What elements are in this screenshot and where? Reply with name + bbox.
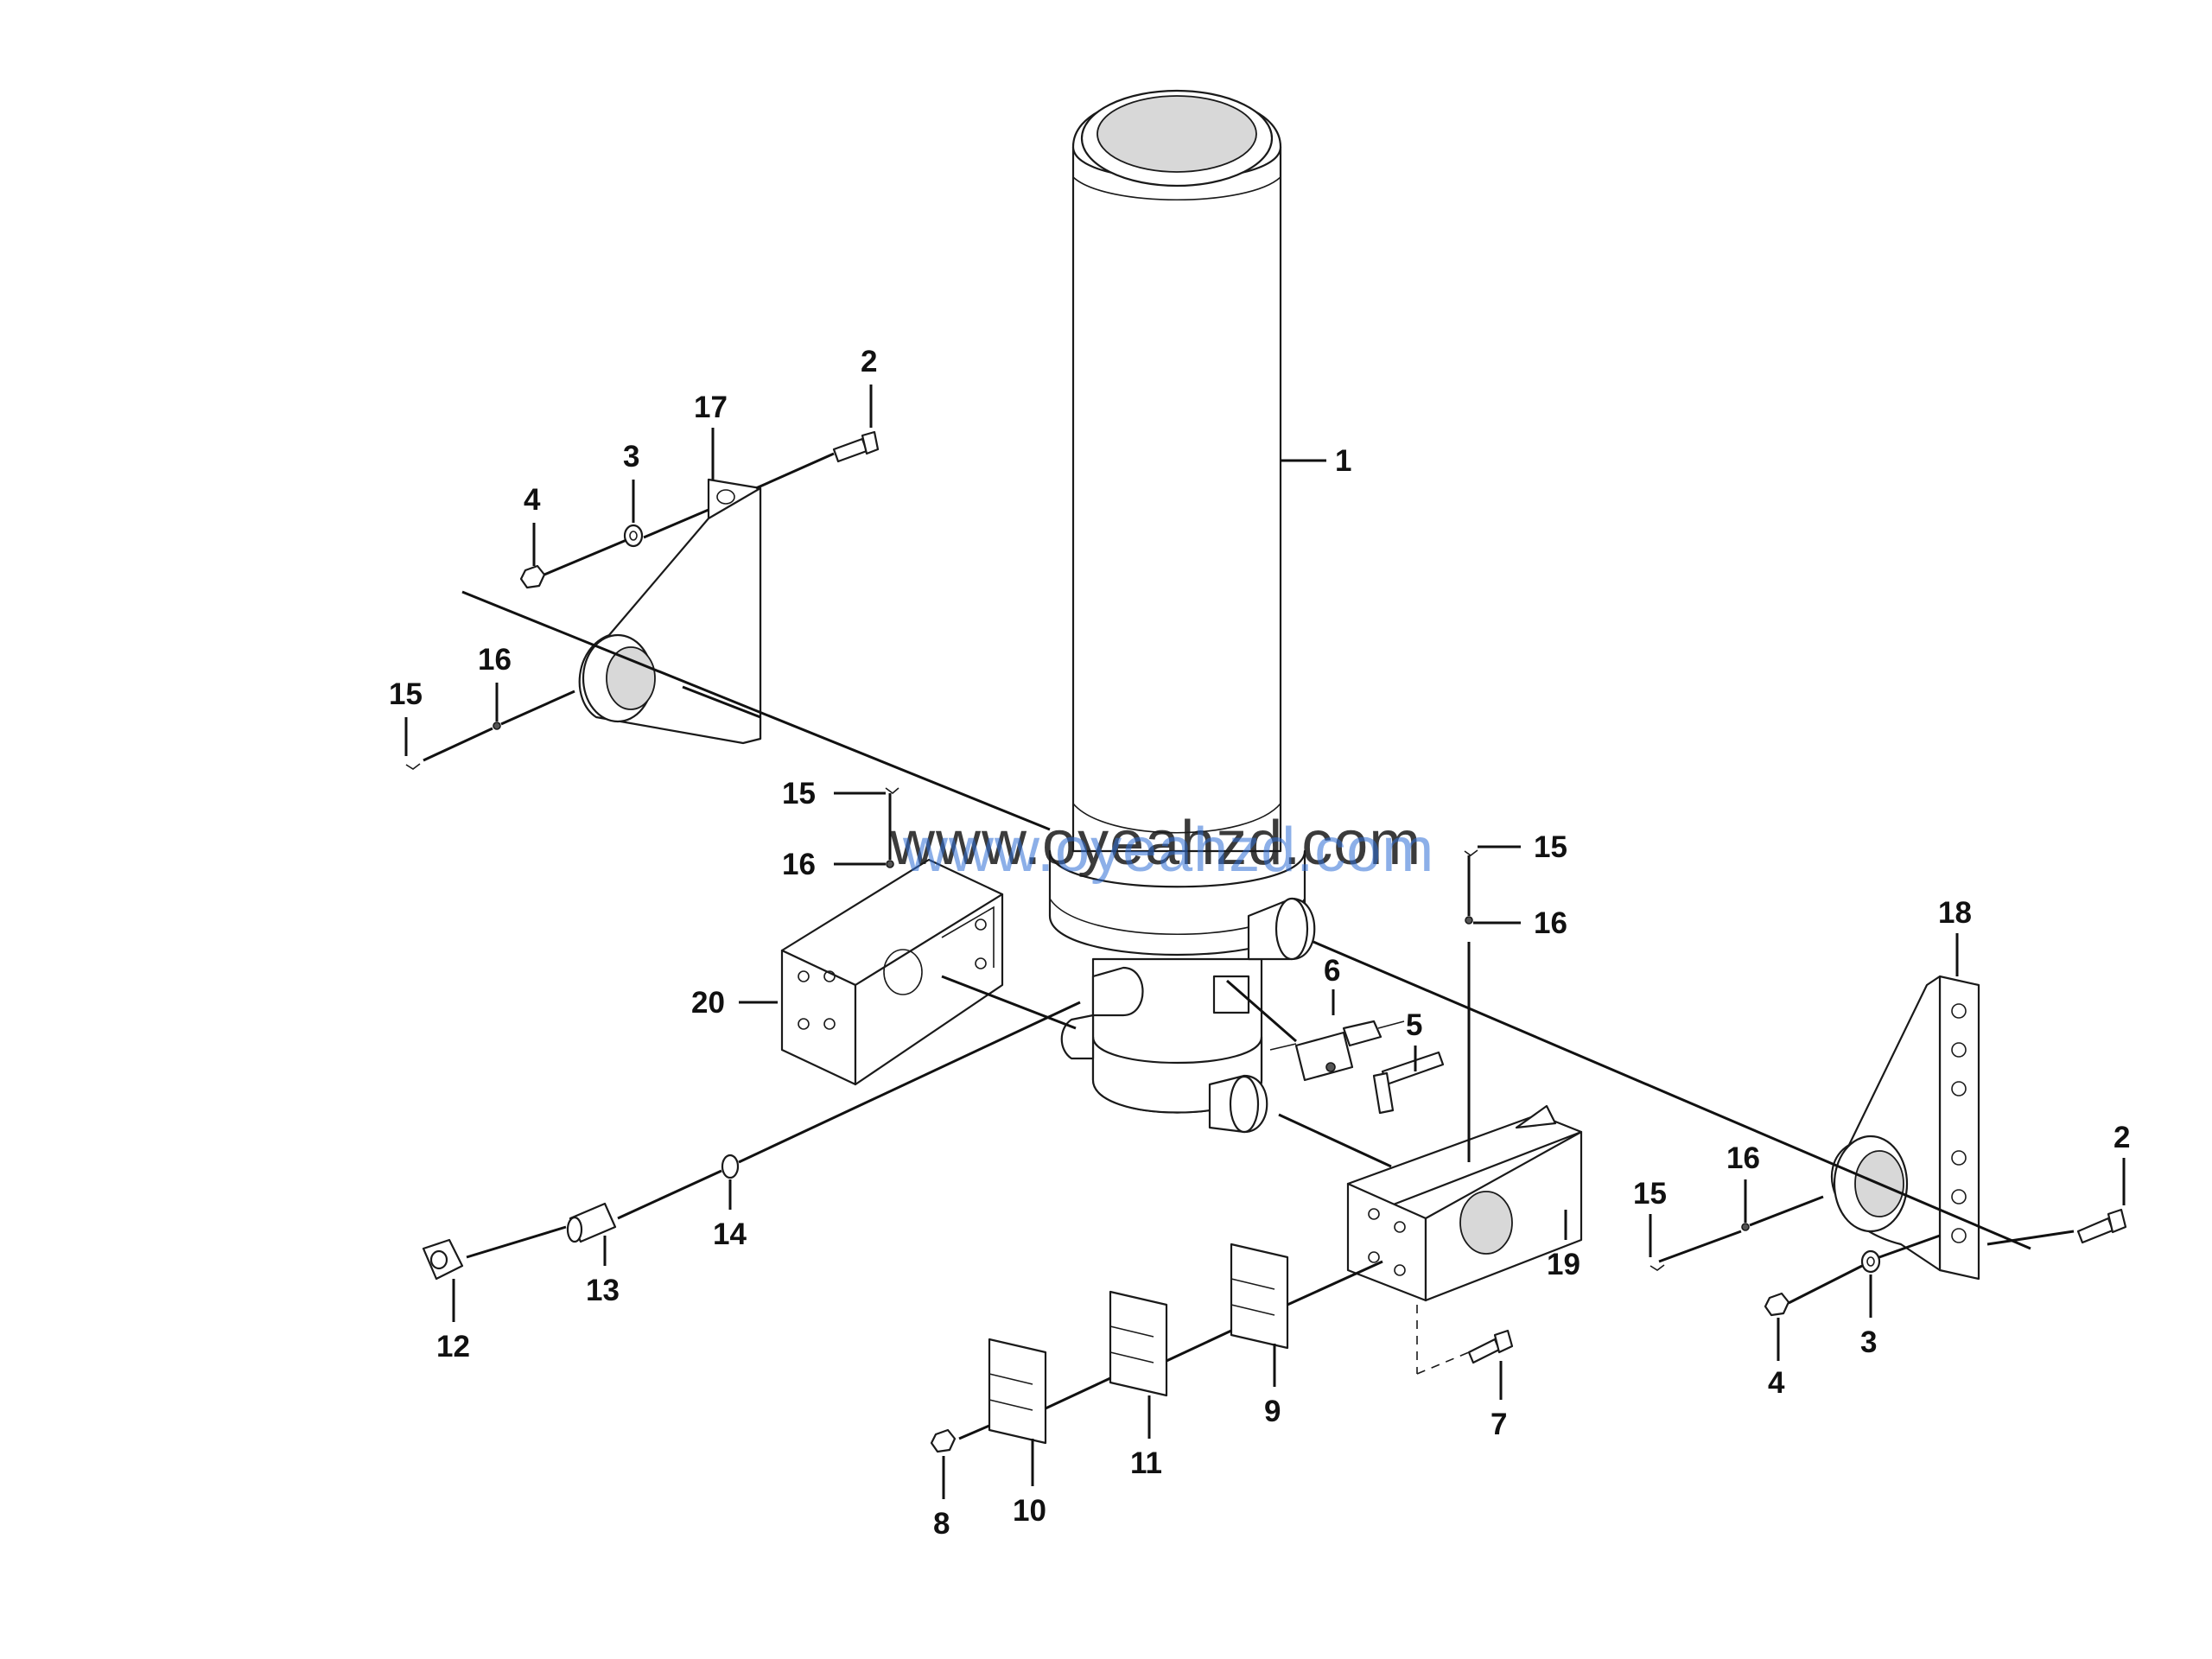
callout-2-left: 2 [861, 345, 877, 378]
o-ring-14 [721, 1154, 740, 1179]
grease-fitting-16 [493, 721, 1750, 1231]
callout-15-mid: 15 [782, 777, 816, 810]
valve-6 [1269, 1020, 1405, 1082]
right-bracket [1830, 975, 1980, 1281]
watermark: www.oyeahzd.com www.oyeahzd.com [889, 809, 1434, 885]
callout-leaders [404, 385, 2126, 1499]
cap-15 [405, 763, 1665, 1271]
callout-15-right: 15 [1633, 1177, 1667, 1211]
callout-5: 5 [1406, 1008, 1422, 1042]
nut-8 [930, 1428, 957, 1453]
watermark-text: www.oyeahzd.com [902, 816, 1434, 885]
fitting-13 [566, 1202, 617, 1243]
callout-16-mid: 16 [782, 848, 816, 881]
bolt-7 [1467, 1329, 1514, 1364]
callout-16-right: 16 [1726, 1141, 1760, 1175]
right-base-mount [1346, 1104, 1583, 1302]
nut-4-right [1764, 1292, 1790, 1317]
callout-16-upper-right: 16 [1534, 906, 1567, 940]
callout-12: 12 [436, 1330, 470, 1363]
callout-7: 7 [1491, 1408, 1507, 1441]
assembly-lines [423, 452, 2075, 1440]
callout-17: 17 [694, 391, 728, 424]
callout-2-right: 2 [2113, 1121, 2130, 1154]
callout-6: 6 [1324, 954, 1340, 988]
callout-1: 1 [1335, 444, 1351, 478]
callout-11: 11 [1130, 1446, 1162, 1480]
nut-4-left [519, 564, 546, 589]
elbow-12 [422, 1238, 464, 1281]
callout-16-left: 16 [478, 643, 512, 677]
callout-4-right: 4 [1768, 1366, 1785, 1400]
bolt-2-left [832, 430, 880, 463]
washer-3-left [623, 524, 644, 548]
left-base-mount [780, 858, 1004, 1086]
callout-8: 8 [933, 1507, 950, 1541]
shim-11 [1109, 1290, 1168, 1397]
callout-4-left: 4 [524, 483, 541, 517]
callout-15-left: 15 [389, 677, 423, 711]
bracket-5 [1372, 1051, 1445, 1115]
bolt-2-right [2076, 1208, 2127, 1244]
callout-19: 19 [1547, 1248, 1580, 1281]
callout-9: 9 [1264, 1395, 1281, 1428]
callout-20: 20 [691, 986, 725, 1020]
callout-3-right: 3 [1860, 1325, 1877, 1359]
callout-15-upper-right: 15 [1534, 830, 1567, 864]
upper-left-bracket [578, 478, 762, 745]
callout-10: 10 [1013, 1494, 1046, 1528]
callout-3-left: 3 [623, 440, 639, 474]
callout-labels: 1 2 2 3 3 4 4 5 6 7 8 9 10 11 12 13 14 1… [389, 345, 2130, 1541]
callout-18: 18 [1938, 896, 1972, 930]
watermark-text-shadow: www.oyeahzd.com [889, 809, 1421, 878]
telescopic-cylinder [1048, 89, 1316, 1134]
callout-14: 14 [713, 1217, 747, 1251]
shim-9 [1230, 1243, 1289, 1350]
callout-13: 13 [586, 1274, 620, 1307]
shim-10 [988, 1338, 1047, 1445]
washer-3-right [1860, 1249, 1881, 1274]
